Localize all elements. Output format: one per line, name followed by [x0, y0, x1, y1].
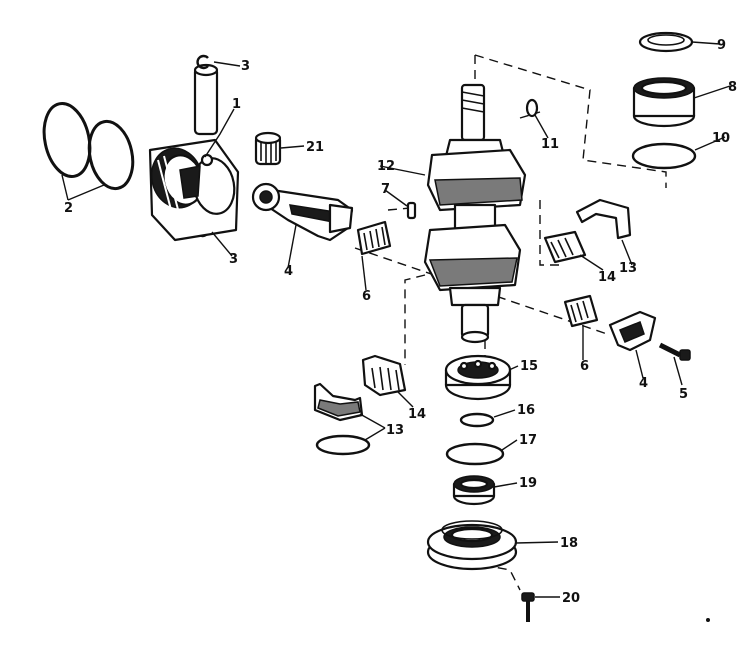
callout-11: 11: [541, 137, 559, 152]
callout-3-bottom: 3: [229, 252, 238, 267]
callout-5: 5: [679, 387, 688, 402]
connecting-rod-left: [251, 182, 354, 242]
callout-14-left: 14: [408, 407, 426, 422]
callout-17: 17: [519, 433, 537, 448]
dowel-pin: [406, 201, 417, 220]
callout-7: 7: [381, 182, 390, 197]
callout-2: 2: [64, 201, 73, 216]
upper-main-bearing: [632, 77, 696, 128]
stray-dot: [706, 618, 710, 622]
woodruff-key: [525, 98, 539, 118]
callout-13-right: 13: [619, 261, 637, 276]
wrist-pin-bearing: [254, 131, 282, 166]
bearing-cage-lower: [361, 354, 407, 397]
callout-13-left: 13: [386, 423, 404, 438]
lower-ball-bearing: [444, 354, 512, 401]
bearing-race-lower: [313, 382, 364, 422]
retaining-ring-upper: [631, 142, 697, 170]
callout-4-left: 4: [284, 264, 293, 279]
piston: [148, 138, 240, 242]
bearing-race-upper: [575, 198, 632, 240]
rod-cap-screw: [658, 342, 691, 361]
callout-19: 19: [519, 476, 537, 491]
piston-rings: [42, 102, 135, 191]
callout-labels: 1 2 3 3 4 4 5 6 6 7 8 9 10 11 12 13 13 1…: [64, 38, 737, 606]
retaining-ring-lower: [315, 434, 371, 456]
snap-ring: [459, 412, 495, 428]
callout-8: 8: [728, 80, 737, 95]
callout-15: 15: [520, 359, 538, 374]
wrist-pin: [193, 63, 219, 136]
callout-18: 18: [560, 536, 578, 551]
oil-seal: [452, 475, 496, 506]
callout-10: 10: [712, 131, 730, 146]
bearing-cage-upper: [543, 230, 587, 264]
rod-bearing-left: [356, 220, 392, 256]
crankshaft: [423, 83, 527, 344]
callout-16: 16: [517, 403, 535, 418]
callout-6-right: 6: [580, 359, 589, 374]
housing-screw: [521, 592, 535, 622]
alignment-lines: [354, 54, 667, 591]
callout-9: 9: [717, 38, 726, 53]
rod-bearing-right: [563, 294, 599, 328]
callout-21: 21: [306, 140, 324, 155]
retainer-clip-top: [196, 54, 209, 70]
callout-12: 12: [377, 159, 395, 174]
callout-4-right: 4: [639, 376, 648, 391]
callout-3-top: 3: [241, 59, 250, 74]
leader-lines: [61, 41, 731, 598]
callout-1: 1: [232, 97, 241, 112]
callout-20: 20: [562, 591, 580, 606]
o-ring: [445, 442, 505, 466]
callout-6-left: 6: [362, 289, 371, 304]
callout-14-right: 14: [598, 270, 616, 285]
seal-ring-top: [638, 31, 694, 53]
rod-cap-right: [608, 310, 657, 352]
bearing-housing: [426, 520, 518, 571]
